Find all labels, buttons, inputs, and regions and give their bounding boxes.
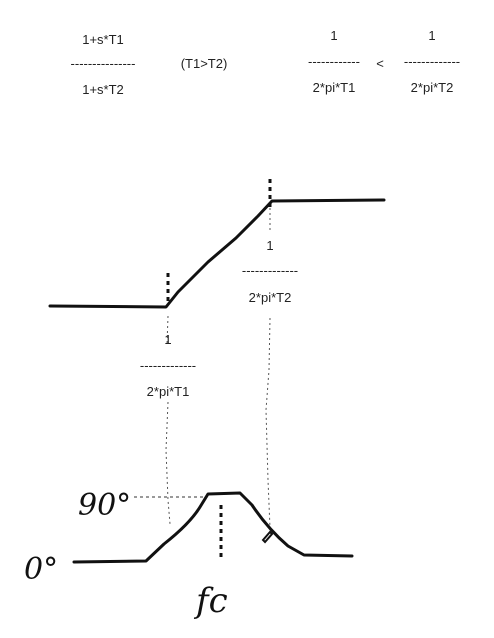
guide-low-lower-2 <box>165 401 171 525</box>
corner-high-numerator: 1 <box>266 238 273 253</box>
phase-curve <box>72 491 354 564</box>
transfer-function: 1+s*T1 --------------- 1+s*T2 (T1>T2) <box>71 32 228 97</box>
tf-fraction-bar: --------------- <box>71 56 136 71</box>
tf-denominator: 1+s*T2 <box>82 82 124 97</box>
corner-frequency-inequality: 1 ------------ 2*pi*T1 < 1 -------------… <box>308 28 460 95</box>
right-fraction-bar: ------------- <box>404 54 460 69</box>
magnitude-plot: 1 ------------- 2*pi*T2 1 ------------- … <box>48 179 386 529</box>
less-than-sign: < <box>376 56 384 71</box>
magnitude-curve <box>48 198 386 309</box>
left-fraction-denominator: 2*pi*T1 <box>313 80 356 95</box>
left-fraction-numerator: 1 <box>330 28 337 43</box>
corner-low-numerator: 1 <box>164 332 171 347</box>
right-fraction-denominator: 2*pi*T2 <box>411 80 454 95</box>
right-fraction-numerator: 1 <box>428 28 435 43</box>
guide-high-lower <box>265 317 271 529</box>
corner-low-denominator: 2*pi*T1 <box>147 384 190 399</box>
tf-numerator: 1+s*T1 <box>82 32 124 47</box>
crossing-mark <box>261 530 274 544</box>
corner-low-fraction-bar: ------------- <box>140 358 196 373</box>
fc-label: fc <box>193 581 228 621</box>
left-fraction-bar: ------------ <box>308 54 360 69</box>
ninety-degree-label: 90° <box>78 488 131 523</box>
phase-plot: 90° 0° fc <box>24 488 354 621</box>
tf-condition: (T1>T2) <box>181 56 228 71</box>
corner-high-denominator: 2*pi*T2 <box>249 290 292 305</box>
zero-degree-label: 0° <box>24 552 58 587</box>
corner-high-fraction-bar: ------------- <box>242 263 298 278</box>
